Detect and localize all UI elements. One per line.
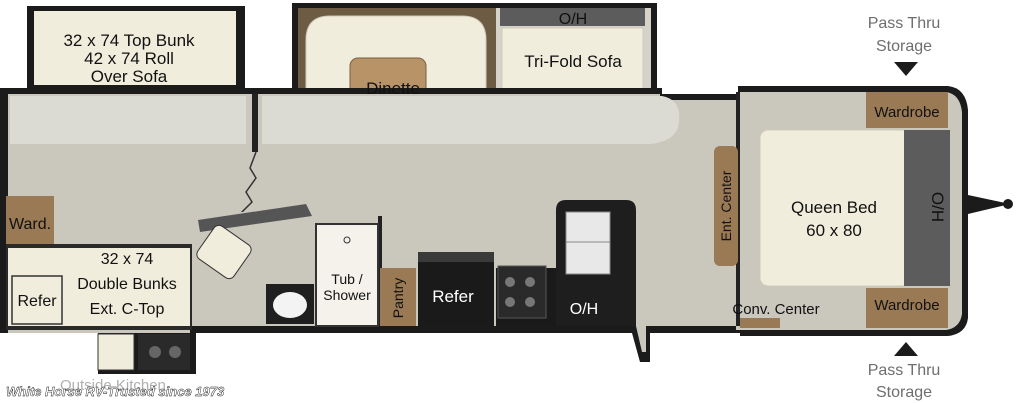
conv-center-label: Conv. Center (732, 301, 819, 318)
pantry-label: Pantry (390, 278, 406, 318)
tub-shower-label: Tub / (331, 271, 362, 287)
tub-shower (315, 223, 379, 327)
oh-bed-label: O/H (928, 192, 947, 222)
refer-kitchen (418, 252, 494, 326)
dinette-label: Dinette (366, 79, 420, 98)
burner (505, 297, 515, 307)
queen-bed-size-label: 60 x 80 (806, 221, 862, 240)
wardrobe-bottom-box (866, 288, 948, 328)
wardrobe-top-label: Wardrobe (874, 104, 939, 121)
footer-tagline: White Horse RV-Trusted since 1973 (6, 384, 225, 399)
kitchen-sink (565, 211, 611, 275)
top-bunk-area (34, 11, 236, 85)
sink-bowl (273, 292, 307, 318)
wardrobe-left (6, 196, 54, 244)
outside-kitchen-cooktop (138, 334, 190, 370)
pass-thru-top-label-2: Storage (876, 38, 932, 55)
burner (525, 277, 535, 287)
double-bunks-label-3: Ext. C-Top (90, 301, 165, 318)
ent-center-label: Ent. Center (718, 170, 734, 241)
pass-thru-bottom-label: Pass Thru (868, 362, 941, 379)
pass-thru-bottom-label-2: Storage (876, 384, 932, 401)
top-bunk-label-2: 42 x 74 Roll (84, 49, 174, 68)
oh-kitchen-label: O/H (570, 301, 598, 318)
refer-left-box (11, 275, 63, 325)
stove-top (497, 265, 547, 319)
outside-kitchen-label: Outside Kitchen (60, 377, 166, 394)
tub-drain (343, 236, 351, 244)
tri-fold-sofa (501, 27, 644, 99)
queen-bed-label: Queen Bed (791, 198, 877, 217)
burner (505, 277, 515, 287)
conv-center-box (740, 318, 780, 328)
hitch (968, 195, 1010, 214)
burner (525, 297, 535, 307)
outside-burner (169, 346, 181, 358)
top-bunk-label-3: Over Sofa (91, 67, 168, 86)
oh-top-label: O/H (559, 11, 587, 28)
toilet (196, 224, 252, 280)
wardrobe-bottom-label: Wardrobe (874, 297, 939, 314)
refer-left-label: Refer (17, 293, 57, 310)
refer-kitchen-label: Refer (432, 287, 474, 306)
refer-kitchen-trim (418, 252, 494, 262)
ward-left-label: Ward. (9, 216, 51, 233)
double-bunks-label: 32 x 74 (101, 251, 154, 268)
outside-kitchen-sink (97, 333, 135, 371)
pass-thru-top-arrow (894, 62, 918, 76)
bathroom-door (198, 204, 312, 232)
bedroom-oh-cabinet (904, 130, 950, 286)
pass-thru-bottom-arrow (894, 342, 918, 356)
wardrobe-top-box (866, 92, 948, 128)
pass-thru-top-label: Pass Thru (868, 15, 941, 32)
oh-cabinet-top (500, 8, 645, 26)
slide-carpet (262, 96, 680, 144)
hitch-ball (1003, 199, 1013, 209)
tri-fold-sofa-label: Tri-Fold Sofa (524, 52, 622, 71)
bunk-wall (252, 94, 258, 152)
pantry (380, 268, 416, 326)
outside-burner (149, 346, 161, 358)
tub-shower-label-2: Shower (323, 287, 371, 303)
bunk-carpet (10, 96, 246, 144)
double-bunks-label-2: Double Bunks (77, 276, 177, 293)
top-bunk-label: 32 x 74 Top Bunk (63, 31, 195, 50)
ent-center (714, 146, 738, 266)
